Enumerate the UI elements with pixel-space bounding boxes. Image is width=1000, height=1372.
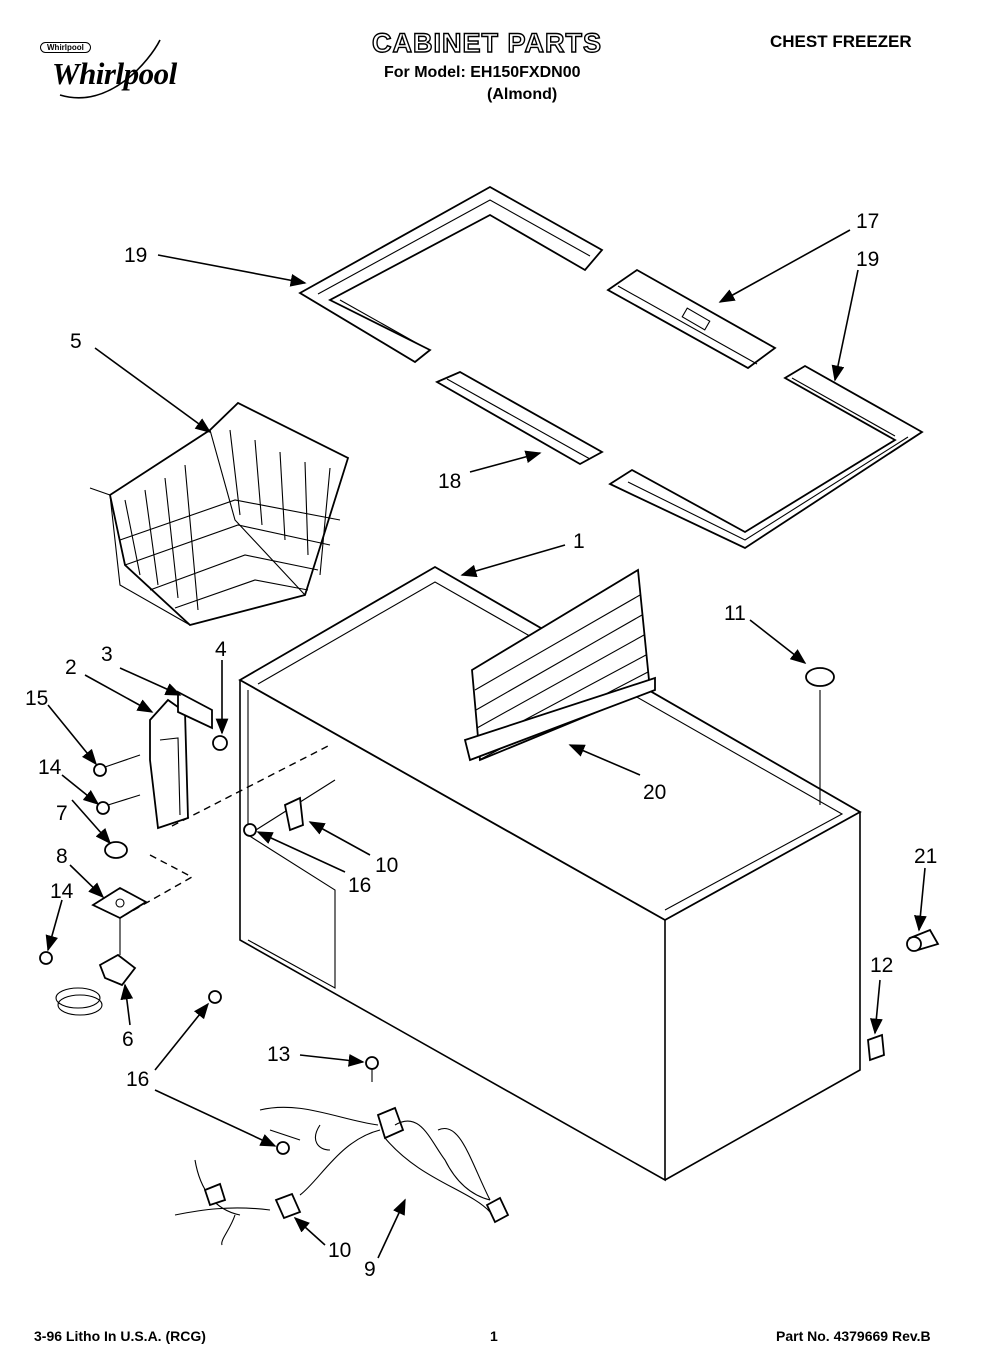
part-5-storage-basket (89, 401, 350, 626)
callout-14-lower: 14 (50, 880, 74, 903)
part-20-divider (463, 568, 656, 762)
part-16-screw-lower (208, 990, 222, 1004)
callout-19-right: 19 (856, 248, 879, 271)
brand-logo: Whirlpool (52, 56, 177, 91)
callout-15: 15 (25, 687, 48, 710)
part-6-thermostat (55, 918, 137, 1016)
part-16-screw-harness (276, 1141, 290, 1155)
part-12-clip (867, 1033, 885, 1062)
footer-litho: 3-96 Litho In U.S.A. (RCG) (34, 1328, 206, 1344)
part-13-screw (365, 1056, 379, 1082)
part-18-gasket-strip (434, 370, 604, 466)
callout-14-upper: 14 (38, 756, 62, 779)
part-9-wiring-harness (174, 1106, 510, 1246)
part-15-screw (93, 754, 141, 777)
callout-2: 2 (65, 656, 77, 679)
part-10-switch-lower (274, 1192, 302, 1220)
callout-3: 3 (101, 643, 113, 666)
callout-21: 21 (914, 845, 937, 868)
callout-18: 18 (438, 470, 461, 493)
callout-10-lower: 10 (328, 1239, 351, 1262)
callout-16-upper: 16 (348, 874, 371, 897)
mounting-hinge-line (171, 744, 331, 827)
callout-12: 12 (870, 954, 893, 977)
model-color: (Almond) (487, 86, 558, 103)
page-title: CABINET PARTS (371, 27, 603, 58)
part-number: Part No. 4379669 Rev.B (776, 1328, 931, 1344)
callout-10-upper: 10 (375, 854, 398, 877)
part-10-light-switch (283, 796, 304, 832)
callout-13: 13 (267, 1043, 290, 1066)
mounting-thermostat-line (124, 854, 194, 916)
part-19-lid-frame-left (298, 185, 604, 364)
part-7-knob (104, 841, 128, 859)
part-8-bracket (91, 886, 148, 920)
part-4-nut (212, 735, 228, 751)
callout-7: 7 (56, 802, 68, 825)
callout-6: 6 (122, 1028, 134, 1051)
callout-4: 4 (215, 638, 227, 661)
callout-20: 20 (643, 781, 666, 804)
leader-lines (45, 229, 927, 1259)
part-14-screw-lower (39, 951, 53, 965)
callout-8: 8 (56, 845, 68, 868)
page-number: 1 (490, 1328, 498, 1344)
callout-5: 5 (70, 330, 82, 353)
callout-11: 11 (724, 602, 746, 625)
callout-16-lower: 16 (126, 1068, 149, 1091)
product-category: CHEST FREEZER (770, 32, 912, 51)
part-11-bumper (805, 667, 835, 805)
part-14-screw-upper (96, 794, 141, 815)
part-3-hinge-plate (177, 690, 213, 730)
part-21-drain-plug (906, 928, 940, 952)
callout-9: 9 (364, 1258, 376, 1281)
part-1-cabinet (238, 565, 862, 1182)
logo-swoosh (59, 39, 161, 99)
brand-badge: Whirlpool (40, 42, 91, 53)
part-19-lid-frame-right (608, 364, 924, 550)
callout-19-left: 19 (124, 244, 147, 267)
callout-1: 1 (573, 530, 585, 553)
model-number: For Model: EH150FXDN00 (384, 64, 581, 81)
part-17-hinge-rail (606, 268, 777, 370)
part-2-hinge (149, 698, 189, 830)
part-16-screw-upper (243, 823, 257, 837)
callout-17: 17 (856, 210, 879, 233)
